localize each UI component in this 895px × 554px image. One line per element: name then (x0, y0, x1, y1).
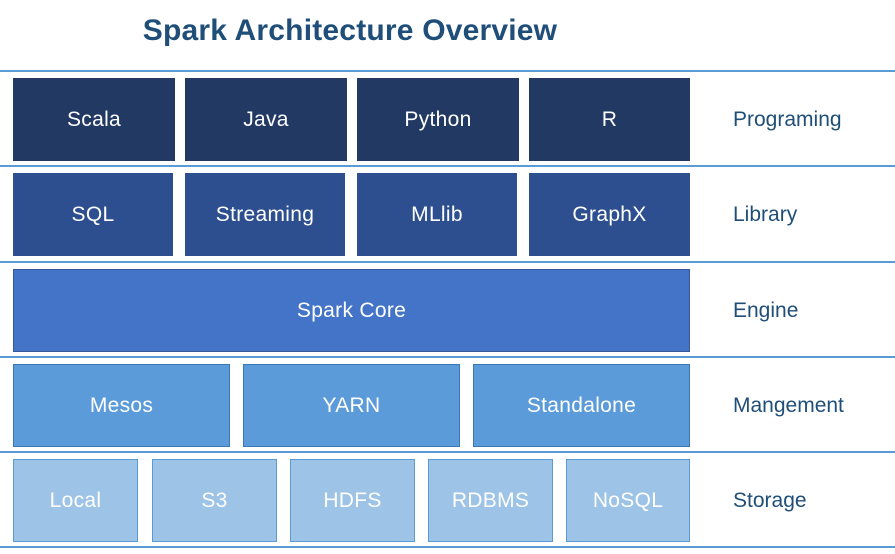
row-divider-5 (0, 546, 895, 548)
component-box-rdbms[interactable]: RDBMS (428, 459, 553, 542)
component-box-java[interactable]: Java (185, 78, 347, 161)
row-divider-3 (0, 356, 895, 358)
row-divider-2 (0, 261, 895, 263)
component-box-graphx[interactable]: GraphX (529, 173, 690, 256)
row-divider-0 (0, 70, 895, 72)
component-box-spark-core[interactable]: Spark Core (13, 269, 690, 352)
row-label-programing: Programing (733, 107, 842, 131)
component-box-nosql[interactable]: NoSQL (566, 459, 690, 542)
component-box-sql[interactable]: SQL (13, 173, 173, 256)
row-label-storage: Storage (733, 488, 807, 512)
row-boxes-engine: Spark Core (13, 269, 690, 352)
row-divider-1 (0, 165, 895, 167)
component-box-standalone[interactable]: Standalone (473, 364, 690, 447)
component-box-scala[interactable]: Scala (13, 78, 175, 161)
row-label-engine: Engine (733, 298, 799, 322)
component-box-python[interactable]: Python (357, 78, 519, 161)
row-divider-4 (0, 451, 895, 453)
component-box-mllib[interactable]: MLlib (357, 173, 517, 256)
row-label-library: Library (733, 202, 798, 226)
component-box-r[interactable]: R (529, 78, 690, 161)
component-box-s3[interactable]: S3 (152, 459, 277, 542)
page-title: Spark Architecture Overview (142, 14, 558, 47)
component-box-yarn[interactable]: YARN (243, 364, 460, 447)
component-box-mesos[interactable]: Mesos (13, 364, 230, 447)
component-box-streaming[interactable]: Streaming (185, 173, 345, 256)
row-label-mangement: Mangement (733, 393, 844, 417)
component-box-local[interactable]: Local (13, 459, 138, 542)
architecture-row-engine: Spark Core Engine (0, 263, 895, 358)
component-box-hdfs[interactable]: HDFS (290, 459, 415, 542)
